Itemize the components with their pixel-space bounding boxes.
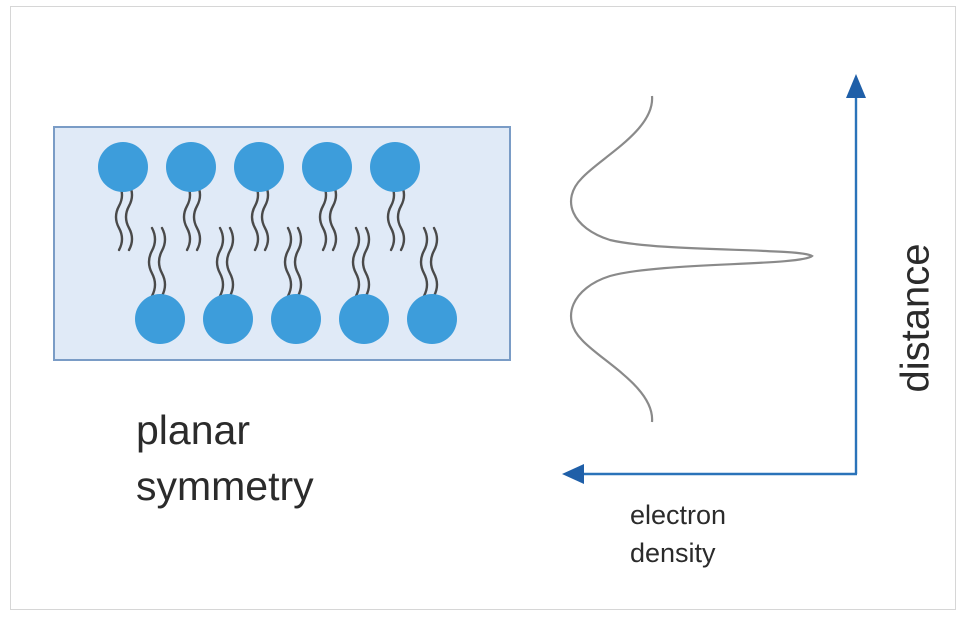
top-lipid-tail — [396, 182, 406, 252]
top-lipid-tail — [318, 182, 328, 252]
electron-density-profile — [570, 95, 814, 423]
bottom-lipid-tail — [361, 226, 371, 298]
distance-axis-label: distance — [893, 243, 938, 393]
x-axis-label-line2: density — [630, 538, 716, 568]
bottom-lipid-head — [135, 294, 185, 344]
top-lipid-head — [370, 142, 420, 192]
top-lipid-tail — [250, 182, 260, 252]
top-lipid-head — [166, 142, 216, 192]
bottom-lipid-tail — [157, 226, 167, 298]
bottom-lipid-head — [203, 294, 253, 344]
bottom-lipid-tail — [293, 226, 303, 298]
electron-density-label: electron density — [630, 496, 726, 572]
top-lipid-tail — [328, 182, 338, 252]
top-lipid-tail — [386, 182, 396, 252]
caption-line-planar: planar — [136, 407, 250, 453]
distance-arrowhead — [846, 74, 866, 98]
bottom-lipid-tail — [215, 226, 225, 298]
electron-density-arrowhead — [562, 464, 584, 484]
bottom-lipid-tail — [147, 226, 157, 298]
top-lipid-tail — [114, 182, 124, 252]
top-lipid-head — [302, 142, 352, 192]
bottom-lipid-head — [339, 294, 389, 344]
lipid-heads — [98, 142, 457, 344]
bottom-lipid-head — [407, 294, 457, 344]
x-axis-label-line1: electron — [630, 500, 727, 530]
planar-symmetry-caption: planar symmetry — [136, 402, 396, 514]
top-lipid-tail — [192, 182, 202, 252]
bottom-lipid-tail — [429, 226, 439, 298]
bottom-lipid-head — [271, 294, 321, 344]
top-lipid-head — [234, 142, 284, 192]
bottom-lipid-tail — [351, 226, 361, 298]
bottom-lipid-tail — [225, 226, 235, 298]
bottom-lipid-tail — [419, 226, 429, 298]
lipid-tails — [114, 182, 439, 298]
top-lipid-tail — [260, 182, 270, 252]
top-lipid-tail — [124, 182, 134, 252]
top-lipid-head — [98, 142, 148, 192]
bottom-lipid-tail — [283, 226, 293, 298]
caption-line-symmetry: symmetry — [136, 463, 314, 509]
top-lipid-tail — [182, 182, 192, 252]
